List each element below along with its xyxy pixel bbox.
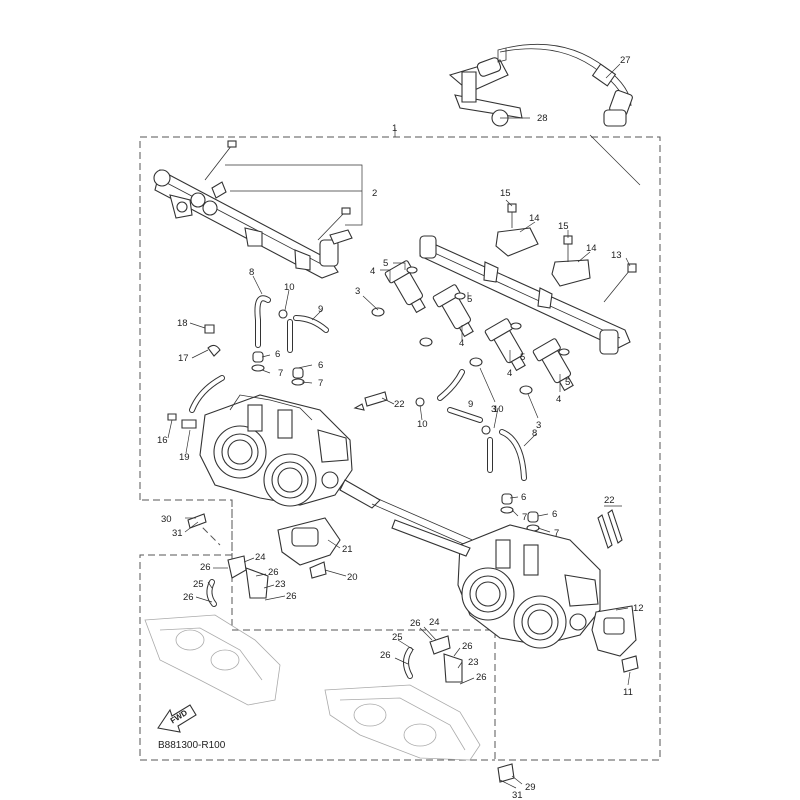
callout-7: 7 <box>522 512 527 523</box>
callout-8: 8 <box>532 428 537 439</box>
callout-15: 15 <box>500 188 511 199</box>
callout-26: 26 <box>183 592 194 603</box>
callout-10: 10 <box>417 419 428 430</box>
callout-7: 7 <box>318 378 323 389</box>
callout-10: 10 <box>493 404 504 415</box>
sub-wire-harness <box>448 43 641 186</box>
callout-25: 25 <box>392 632 403 643</box>
callout-10: 10 <box>284 282 295 293</box>
fwd-indicator: FWD <box>157 704 197 733</box>
callout-3: 3 <box>355 286 360 297</box>
callout-12: 12 <box>633 603 644 614</box>
callout-21: 21 <box>342 544 353 555</box>
callout-5: 5 <box>383 258 388 269</box>
sub-hoses <box>167 295 623 549</box>
callout-6: 6 <box>552 509 557 520</box>
callout-13: 13 <box>611 250 622 261</box>
callout-4: 4 <box>370 266 375 277</box>
callout-24: 24 <box>429 617 440 628</box>
callout-5: 5 <box>467 294 472 305</box>
callout-25: 25 <box>193 579 204 590</box>
callout-18: 18 <box>177 318 188 329</box>
callout-8: 8 <box>249 267 254 278</box>
callout-26: 26 <box>476 672 487 683</box>
callout-3: 3 <box>536 420 541 431</box>
callout-23: 23 <box>468 657 479 668</box>
sub-fuel-rail-left <box>153 140 353 279</box>
callout-4: 4 <box>459 338 464 349</box>
callout-20: 20 <box>347 572 358 583</box>
sub-throttle-body-left <box>199 394 501 561</box>
callout-14: 14 <box>529 213 540 224</box>
sub-vacuum-fittings <box>187 513 515 783</box>
diagram-code: B881300-R100 <box>158 740 226 751</box>
callout-23: 23 <box>275 579 286 590</box>
callout-30: 30 <box>161 514 172 525</box>
callout-19: 19 <box>179 452 190 463</box>
callout-11: 11 <box>623 687 633 698</box>
callout-17: 17 <box>178 353 189 364</box>
callout-5: 5 <box>520 352 525 363</box>
callout-9: 9 <box>318 304 323 315</box>
callout-28: 28 <box>537 113 548 124</box>
callout-2: 2 <box>372 188 377 199</box>
callout-6: 6 <box>521 492 526 503</box>
assembly-boundary-main <box>139 136 661 761</box>
callout-6: 6 <box>318 360 323 371</box>
callout-26: 26 <box>410 618 421 629</box>
callout-7: 7 <box>278 368 283 379</box>
callout-16: 16 <box>157 435 168 446</box>
callout-26: 26 <box>462 641 473 652</box>
sub-sensors <box>277 517 639 673</box>
callout-6: 6 <box>275 349 280 360</box>
callout-31: 31 <box>172 528 183 539</box>
callout-7: 7 <box>554 528 559 539</box>
callout-29: 29 <box>525 782 536 793</box>
callout-22: 22 <box>604 495 615 506</box>
callout-14: 14 <box>586 243 597 254</box>
sub-fuel-injectors <box>371 260 574 395</box>
callout-3: 3 <box>491 404 496 415</box>
callout-4: 4 <box>507 368 512 379</box>
sub-engine-context <box>144 614 481 761</box>
leader-lines <box>167 63 631 789</box>
sub-throttle-body-right <box>391 519 601 649</box>
callout-26: 26 <box>286 591 297 602</box>
callout-26: 26 <box>200 562 211 573</box>
assembly-boundary-lower <box>139 500 495 761</box>
callout-24: 24 <box>255 552 266 563</box>
callout-22: 22 <box>394 399 405 410</box>
callout-26: 26 <box>380 650 391 661</box>
callout-1: 1 <box>392 123 397 134</box>
callout-4: 4 <box>556 394 561 405</box>
callout-15: 15 <box>558 221 569 232</box>
callout-5: 5 <box>565 377 570 388</box>
sub-fuel-rail-right <box>419 203 637 355</box>
callout-27: 27 <box>620 55 631 66</box>
callout-9: 9 <box>468 399 473 410</box>
callout-31: 31 <box>512 790 523 800</box>
callout-labels: 1 2 3 3 3 4 4 4 4 5 5 5 5 6 6 6 6 7 7 7 … <box>157 55 644 800</box>
callout-26: 26 <box>268 567 279 578</box>
